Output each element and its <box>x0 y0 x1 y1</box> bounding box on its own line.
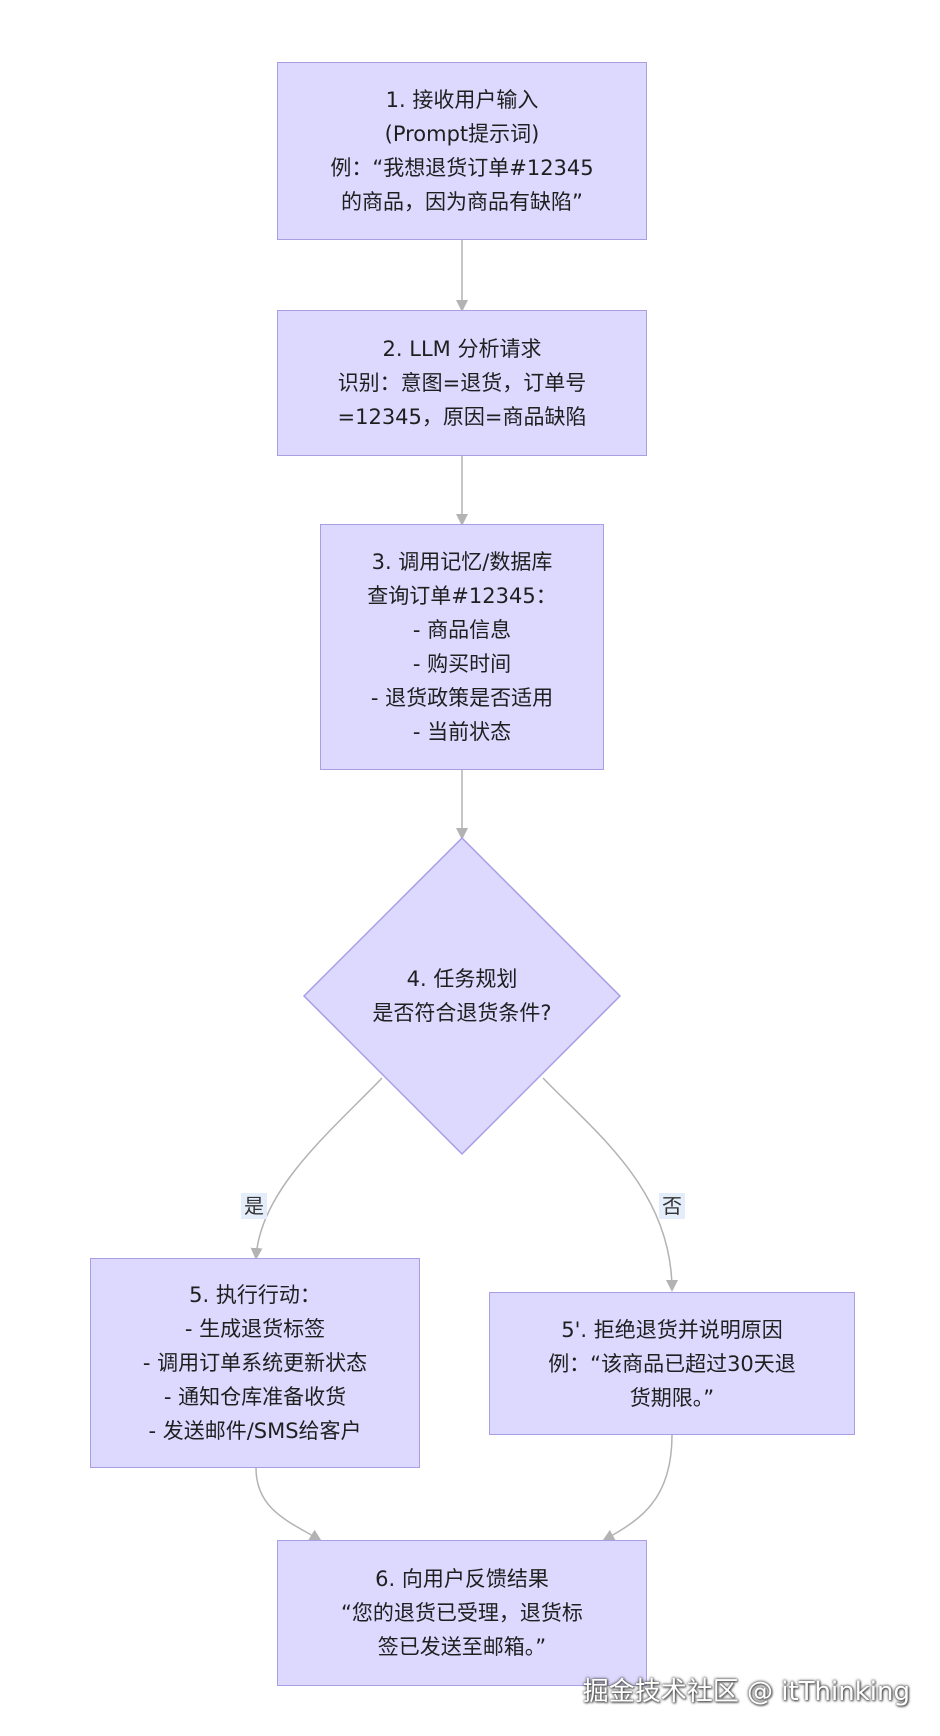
step-6-feedback-result: 6. 向用户反馈结果 “您的退货已受理，退货标 签已发送至邮箱。” <box>277 1540 647 1686</box>
step-2-line-3: =12345，原因=商品缺陷 <box>337 405 587 429</box>
step-1-receive-input: 1. 接收用户输入 (Prompt提示词) 例：“我想退货订单#12345 的商… <box>277 62 647 240</box>
step-3-line-3: - 商品信息 <box>412 618 512 642</box>
step-5-line-1: 5. 执行行动： <box>189 1283 321 1307</box>
edge-label-yes: 是 <box>241 1193 267 1219</box>
step-2-llm-analysis: 2. LLM 分析请求 识别：意图=退货，订单号 =12345，原因=商品缺陷 <box>277 310 647 456</box>
step-1-line-2: (Prompt提示词) <box>384 122 540 146</box>
step-2-line-1: 2. LLM 分析请求 <box>382 337 542 361</box>
edge-label-no: 否 <box>659 1193 685 1219</box>
step-3-memory-database: 3. 调用记忆/数据库 查询订单#12345： - 商品信息 - 购买时间 - … <box>320 524 604 770</box>
edge-4-5b-no <box>542 1077 678 1292</box>
step-5b-line-2: 例：“该商品已超过30天退 <box>548 1351 796 1376</box>
step-1-line-1: 1. 接收用户输入 <box>385 88 539 112</box>
step-6-line-1: 6. 向用户反馈结果 <box>375 1567 549 1591</box>
step-4-task-planning: 4. 任务规划 是否符合退货条件? <box>330 956 594 1036</box>
step-3-line-4: - 购买时间 <box>412 652 512 676</box>
step-5-line-3: - 调用订单系统更新状态 <box>142 1351 368 1375</box>
step-3-line-5: - 退货政策是否适用 <box>370 686 554 710</box>
step-1-line-3: 例：“我想退货订单#12345 <box>330 156 594 180</box>
step-3-line-2: 查询订单#12345： <box>367 584 557 608</box>
step-1-line-4: 的商品，因为商品有缺陷” <box>341 190 583 214</box>
step-4-line-2: 是否符合退货条件? <box>372 1001 552 1025</box>
step-5-line-5: - 发送邮件/SMS给客户 <box>148 1419 362 1443</box>
step-6-line-3: 签已发送至邮箱。” <box>377 1635 547 1659</box>
step-5b-reject-return: 5'. 拒绝退货并说明原因 例：“该商品已超过30天退 货期限。” <box>489 1292 855 1435</box>
edge-5b-6 <box>602 1434 673 1541</box>
step-5b-line-3: 货期限。” <box>629 1385 715 1410</box>
step-3-line-6: - 当前状态 <box>412 720 512 744</box>
step-6-line-2: “您的退货已受理，退货标 <box>341 1601 583 1625</box>
watermark: 掘金技术社区 @ itThinking <box>582 1677 910 1707</box>
step-3-line-1: 3. 调用记忆/数据库 <box>371 550 553 574</box>
edge-4-5-yes <box>250 1077 383 1260</box>
step-5-line-2: - 生成退货标签 <box>184 1317 326 1341</box>
step-5-line-4: - 通知仓库准备收货 <box>163 1385 347 1409</box>
step-5-execute-action: 5. 执行行动： - 生成退货标签 - 调用订单系统更新状态 - 通知仓库准备收… <box>90 1258 420 1468</box>
decision-diamond <box>302 836 622 1156</box>
step-5b-line-1: 5'. 拒绝退货并说明原因 <box>561 1317 783 1342</box>
step-4-line-1: 4. 任务规划 <box>406 967 518 991</box>
step-2-line-2: 识别：意图=退货，订单号 <box>337 371 587 395</box>
edge-5-6 <box>255 1467 322 1542</box>
